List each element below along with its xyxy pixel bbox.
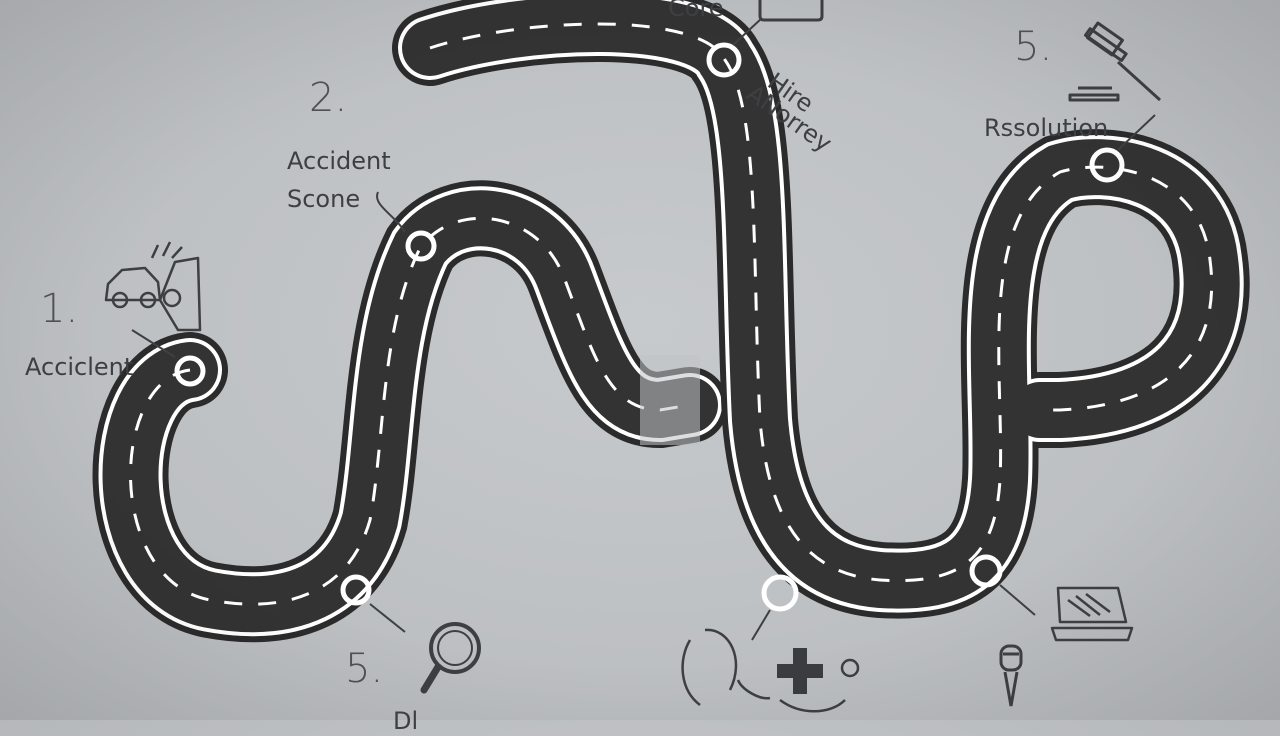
- roadmap-diagram: [0, 0, 1280, 720]
- step-1-number: 1.: [40, 286, 79, 332]
- step-5-bottom-number: 5.: [345, 646, 384, 692]
- top-label: Core: [668, 0, 724, 22]
- step-2-number: 2.: [309, 75, 348, 121]
- step-2-label-line1: Accident: [287, 147, 391, 175]
- step-5-top-number: 5.: [1014, 24, 1053, 70]
- resolution-label: Rssolution: [984, 114, 1109, 142]
- bottom-label-partial: Dl: [393, 707, 419, 735]
- step-2-label-line2: Scone: [287, 185, 361, 213]
- vignette: [0, 0, 1280, 720]
- step-1-label: Acciclent: [25, 353, 134, 381]
